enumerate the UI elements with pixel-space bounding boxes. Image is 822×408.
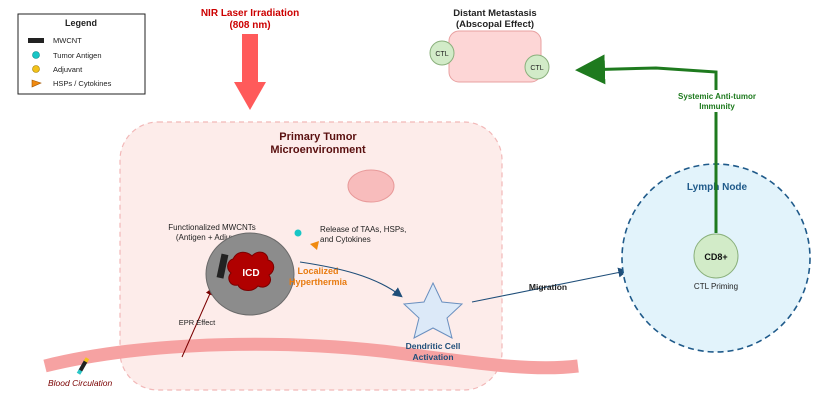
ctl-label-b: CTL <box>530 65 543 72</box>
legend-tumor-antigen-label: Tumor Antigen <box>53 51 102 60</box>
ctl-priming-label: CTL Priming <box>694 282 738 291</box>
dendritic-cell-star <box>402 281 464 339</box>
ctl-cell-b <box>524 54 550 80</box>
metastasis-title-line1: Distant Metastasis <box>453 8 536 19</box>
mwcnt-label-line1: Functionalized MWCNTs <box>168 223 256 232</box>
antigen-to-dc-arrow <box>299 261 403 298</box>
ctl-cell-a <box>429 40 455 66</box>
cd8-label: CD8+ <box>704 252 727 262</box>
immunity-label-bg <box>670 90 764 112</box>
immunity-label-line2: Immunity <box>699 102 735 111</box>
metastasis-title-line2: (Abscopal Effect) <box>456 19 534 30</box>
tumor-cell <box>347 169 395 203</box>
hyperthermia-label-line1: Localized <box>297 266 338 276</box>
legend-hsp-cytokine-label: HSPs / Cytokines <box>53 79 112 88</box>
legend-mwcnt-label: MWCNT <box>53 36 82 45</box>
release-label-line2: and Cytokines <box>320 235 371 244</box>
legend-title: Legend <box>65 18 97 28</box>
blood-vessel <box>43 337 579 375</box>
epr-effect-label: EPR Effect <box>179 318 216 327</box>
dc-label-line1: Dendritic Cell <box>406 341 461 351</box>
migration-label: Migration <box>529 282 567 292</box>
legend-hsp-cytokine-icon <box>31 79 42 88</box>
systemic-immunity-arrow <box>575 54 718 233</box>
hyperthermia-label-line2: Hyperthermia <box>289 277 348 287</box>
laser-label-line2: (808 nm) <box>229 20 270 31</box>
icd-blob <box>227 251 275 291</box>
tumor-title-line1: Primary Tumor <box>279 131 357 143</box>
epr-arrow <box>181 287 214 358</box>
legend: Legend MWCNT Tumor Antigen Adjuvant HSPs… <box>17 13 146 95</box>
migration-arrow <box>471 267 629 303</box>
laser-beam-arrow <box>234 34 266 110</box>
laser-label-line1: NIR Laser Irradiation <box>201 8 299 19</box>
immunity-label-line1: Systemic Anti-tumor <box>678 92 756 101</box>
legend-tumor-antigen-icon <box>32 51 40 59</box>
release-label-line1: Release of TAAs, HSPs, <box>320 225 406 234</box>
tumor-title-line2: Microenvironment <box>270 144 366 156</box>
circulating-mwcnt-icon <box>76 357 90 375</box>
hsp-cytokine-particle-icon <box>310 241 319 250</box>
dc-label-line2: Activation <box>412 352 453 362</box>
legend-adjuvant-label: Adjuvant <box>53 65 83 74</box>
blood-circulation-label: Blood Circulation <box>48 378 113 388</box>
mwcnt-rod-icon <box>216 253 229 279</box>
legend-adjuvant-icon <box>32 65 40 73</box>
icd-label: ICD <box>242 268 259 279</box>
tumor-antigen-particle-icon <box>294 229 302 237</box>
ctl-label-a: CTL <box>435 51 448 58</box>
tumor-microenvironment-region <box>119 121 503 391</box>
mwcnt-label-line2: (Antigen + Adjuvant) <box>176 233 249 242</box>
cd8-t-cell <box>693 233 739 279</box>
legend-mwcnt-icon <box>28 38 44 43</box>
